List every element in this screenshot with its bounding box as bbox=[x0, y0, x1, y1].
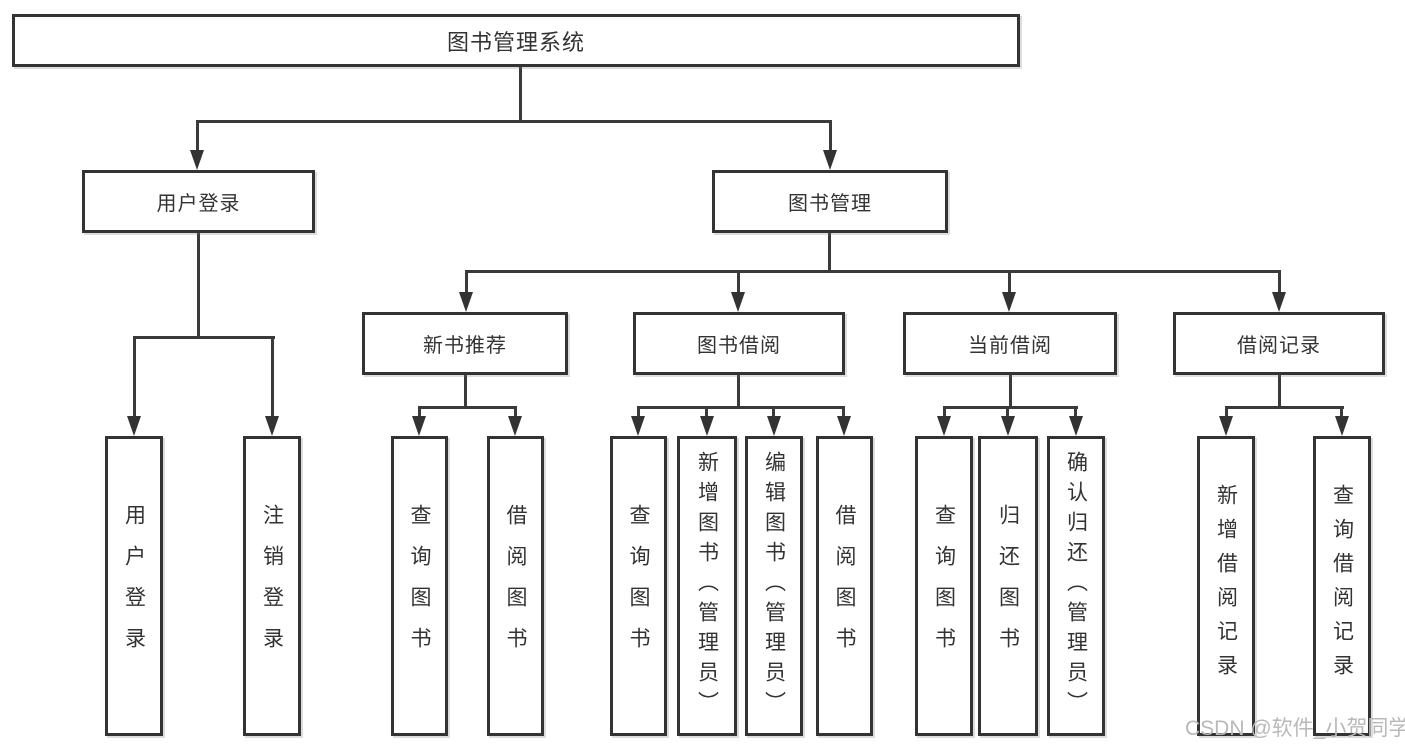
arrowhead-down-icon bbox=[837, 416, 851, 436]
connector-line bbox=[1009, 375, 1012, 406]
leaf-add-borrow-record: 新增借阅记录 bbox=[1197, 436, 1255, 736]
connector-line bbox=[196, 120, 832, 123]
leaf-logout: 注销登录 bbox=[243, 436, 301, 736]
connector-line bbox=[418, 406, 517, 409]
connector-line bbox=[133, 336, 275, 339]
connector-line bbox=[1225, 406, 1344, 409]
arrowhead-down-icon bbox=[937, 416, 951, 436]
leaf-label: 查询图书 bbox=[932, 504, 956, 668]
connector-line bbox=[418, 406, 421, 418]
connector-line bbox=[465, 270, 468, 294]
node-label: 图书管理系统 bbox=[446, 29, 585, 55]
arrowhead-down-icon bbox=[459, 292, 473, 312]
node-label: 借阅记录 bbox=[1237, 335, 1321, 357]
arrowhead-down-icon bbox=[731, 292, 745, 312]
connector-line bbox=[465, 270, 1281, 273]
connector-line bbox=[1278, 375, 1281, 406]
connector-line bbox=[637, 406, 640, 418]
leaf-label: 查询图书 bbox=[408, 504, 431, 668]
arrowhead-down-icon bbox=[1001, 416, 1015, 436]
arrowhead-down-icon bbox=[190, 150, 204, 170]
arrowhead-down-icon bbox=[412, 416, 426, 436]
watermark: CSDN @软件_小贺同学 bbox=[1185, 717, 1405, 740]
connector-line bbox=[1278, 270, 1281, 294]
arrowhead-down-icon bbox=[823, 150, 837, 170]
arrowhead-down-icon bbox=[127, 416, 141, 436]
connector-line bbox=[842, 406, 845, 418]
connector-line bbox=[828, 233, 831, 270]
connector-line bbox=[943, 406, 946, 418]
leaf-add-book-admin: 新增图书（管理员） bbox=[677, 436, 737, 736]
node-new-book-recommend: 新书推荐 bbox=[362, 312, 568, 375]
connector-line bbox=[772, 406, 775, 418]
connector-line bbox=[1006, 406, 1009, 418]
leaf-label: 借阅图书 bbox=[504, 504, 527, 668]
connector-line bbox=[737, 270, 740, 294]
leaf-label: 新增图书（管理员） bbox=[695, 451, 719, 721]
connector-line bbox=[1340, 406, 1343, 418]
arrowhead-down-icon bbox=[631, 416, 645, 436]
node-label: 图书管理 bbox=[788, 193, 872, 215]
connector-line bbox=[705, 406, 708, 418]
node-user-login: 用户登录 bbox=[82, 170, 315, 233]
leaf-borrow-books-recommend: 借阅图书 bbox=[487, 436, 544, 736]
leaf-borrow-books: 借阅图书 bbox=[816, 436, 873, 736]
arrowhead-down-icon bbox=[700, 416, 714, 436]
arrowhead-down-icon bbox=[1069, 416, 1083, 436]
node-book-borrow: 图书借阅 bbox=[633, 312, 845, 375]
leaf-edit-book-admin: 编辑图书（管理员） bbox=[745, 436, 803, 736]
arrowhead-down-icon bbox=[767, 416, 781, 436]
leaf-label: 注销登录 bbox=[260, 504, 284, 668]
node-borrow-records: 借阅记录 bbox=[1173, 312, 1385, 375]
node-label: 当前借阅 bbox=[968, 335, 1052, 357]
leaf-label: 编辑图书（管理员） bbox=[762, 451, 786, 721]
node-label: 用户登录 bbox=[156, 193, 241, 215]
leaf-label: 用户登录 bbox=[122, 504, 146, 668]
leaf-label: 确认归还（管理员） bbox=[1064, 451, 1088, 721]
connector-line bbox=[1074, 406, 1077, 418]
leaf-label: 借阅图书 bbox=[833, 504, 856, 668]
arrowhead-down-icon bbox=[1272, 292, 1286, 312]
connector-line bbox=[829, 120, 832, 152]
connector-line bbox=[637, 406, 845, 409]
leaf-query-books-borrow: 查询图书 bbox=[610, 436, 667, 736]
connector-line bbox=[271, 336, 274, 418]
leaf-return-book: 归还图书 bbox=[978, 436, 1038, 736]
connector-line bbox=[737, 375, 740, 406]
connector-line bbox=[464, 375, 467, 406]
arrowhead-down-icon bbox=[1219, 416, 1233, 436]
leaf-query-books-current: 查询图书 bbox=[915, 436, 973, 736]
connector-line bbox=[133, 336, 136, 418]
connector-line bbox=[943, 406, 1078, 409]
node-book-management: 图书管理 bbox=[712, 170, 948, 233]
leaf-label: 新增借阅记录 bbox=[1214, 484, 1238, 688]
connector-line bbox=[519, 66, 522, 120]
connector-line bbox=[514, 406, 517, 418]
leaf-confirm-return-admin: 确认归还（管理员） bbox=[1047, 436, 1105, 736]
arrowhead-down-icon bbox=[1002, 292, 1016, 312]
arrowhead-down-icon bbox=[1335, 416, 1349, 436]
connector-line bbox=[1225, 406, 1228, 418]
leaf-label: 查询图书 bbox=[627, 504, 650, 668]
connector-line bbox=[1008, 270, 1011, 294]
node-label: 图书借阅 bbox=[697, 335, 781, 357]
arrowhead-down-icon bbox=[508, 416, 522, 436]
leaf-label: 归还图书 bbox=[996, 504, 1020, 668]
connector-line bbox=[196, 120, 199, 152]
leaf-query-books-recommend: 查询图书 bbox=[391, 436, 448, 736]
connector-line bbox=[197, 233, 200, 336]
node-label: 新书推荐 bbox=[423, 335, 507, 357]
leaf-query-borrow-record: 查询借阅记录 bbox=[1313, 436, 1371, 736]
node-current-borrow: 当前借阅 bbox=[903, 312, 1117, 375]
node-library-management-system: 图书管理系统 bbox=[12, 14, 1020, 67]
arrowhead-down-icon bbox=[265, 416, 279, 436]
leaf-label: 查询借阅记录 bbox=[1330, 484, 1354, 688]
leaf-user-login: 用户登录 bbox=[105, 436, 163, 736]
